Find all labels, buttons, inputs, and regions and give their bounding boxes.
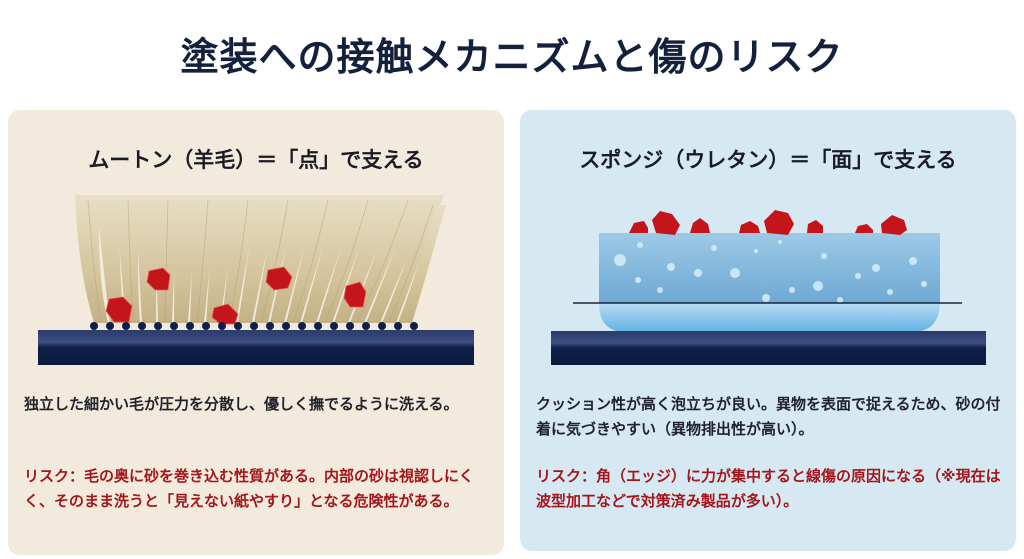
sponge-illustration (551, 210, 986, 365)
page-title: 塗装への接触メカニズムと傷のリスク (180, 35, 844, 79)
mouton-risk: リスク：毛の奥に砂を巻き込む性質がある。内部の砂は視認しにくく、そのまま洗うと「… (24, 467, 474, 510)
paint-surface (38, 330, 474, 365)
dirt-particles-icon (105, 266, 367, 325)
mouton-panel: ムートン（羊毛）＝「点」で支える (8, 110, 504, 555)
sponge-description: クッション性が高く泡立ちが良い。異物を表面で捉えるため、砂の付着に気づきやすい（… (536, 395, 1001, 438)
mouton-description: 独立した細かい毛が圧力を分散し、優しく撫でるように洗える。 (24, 395, 459, 413)
paint-surface (551, 331, 986, 365)
contact-points-icon (90, 322, 418, 330)
sponge-risk: リスク：角（エッジ）に力が集中すると線傷の原因になる（※現在は波型加工などで対策… (536, 467, 1001, 510)
dirt-particles-icon (629, 210, 907, 235)
sponge-icon (599, 233, 940, 332)
mouton-heading: ムートン（羊毛）＝「点」で支える (88, 148, 424, 172)
sponge-heading: スポンジ（ウレタン）＝「面」で支える (579, 148, 957, 172)
mouton-illustration (38, 195, 474, 365)
sponge-panel: スポンジ（ウレタン）＝「面」で支える (520, 110, 1016, 551)
wool-bristles-icon (75, 195, 446, 323)
